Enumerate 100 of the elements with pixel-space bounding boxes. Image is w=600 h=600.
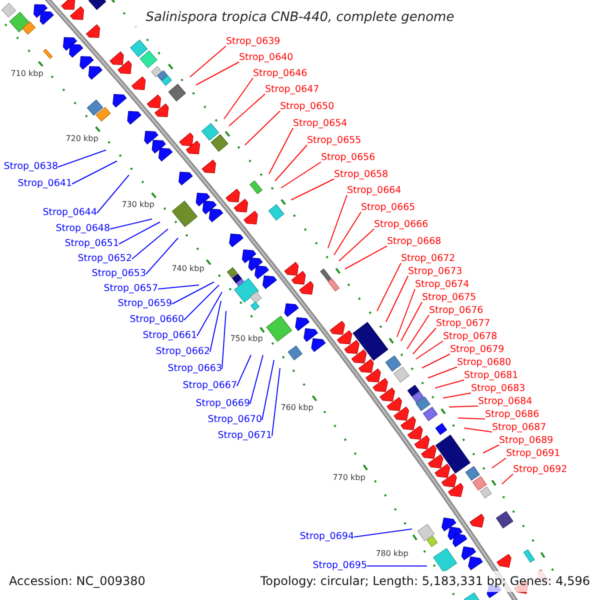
gene-label: Strop_0681 bbox=[464, 370, 518, 382]
gene-label: Strop_0668 bbox=[387, 236, 442, 248]
leader-line bbox=[58, 150, 106, 168]
leader-line bbox=[222, 310, 226, 370]
gene-label: Strop_0678 bbox=[443, 331, 498, 343]
leader-line bbox=[344, 246, 388, 270]
leader-line bbox=[244, 110, 280, 146]
scale-label: 760 kbp bbox=[280, 403, 314, 413]
leader-line bbox=[118, 222, 160, 244]
leader-line bbox=[422, 354, 450, 368]
gene-label: Strop_0661 bbox=[142, 330, 197, 342]
scale-label: 720 kbp bbox=[66, 134, 98, 144]
leader-line bbox=[396, 288, 416, 338]
leader-line bbox=[412, 328, 436, 354]
gene-label: Strop_0654 bbox=[293, 118, 348, 130]
gene-label: Strop_0695 bbox=[312, 560, 367, 572]
gene-label: Strop_0647 bbox=[265, 84, 320, 96]
gene-label: Strop_0656 bbox=[321, 152, 376, 164]
gene-label: Strop_0648 bbox=[56, 223, 110, 235]
gene-label: Strop_0640 bbox=[239, 52, 294, 64]
leader-line bbox=[96, 174, 130, 214]
gene-label: Strop_0694 bbox=[300, 531, 354, 543]
leader-line bbox=[334, 212, 362, 256]
gene-label: Strop_0662 bbox=[156, 346, 210, 358]
leader-line bbox=[190, 46, 226, 78]
leader-line bbox=[400, 302, 422, 342]
scale-label: 750 kbp bbox=[230, 334, 263, 344]
gene-label: Strop_0638 bbox=[4, 161, 58, 173]
accession-text: Accession: NC_009380 bbox=[9, 574, 146, 588]
gene-label: Strop_0677 bbox=[436, 318, 490, 330]
leader-line bbox=[464, 428, 492, 432]
leader-line bbox=[442, 392, 472, 398]
gene-label: Strop_0650 bbox=[280, 101, 334, 113]
gene-label: Strop_0667 bbox=[182, 380, 237, 392]
scale-label: 770 kbp bbox=[332, 473, 366, 483]
gene-label: Strop_0651 bbox=[64, 238, 119, 250]
scale-label: 740 kbp bbox=[172, 264, 204, 274]
leader-line bbox=[416, 340, 444, 360]
leader-line bbox=[274, 144, 308, 182]
leader-line bbox=[184, 284, 220, 320]
gene-label: Strop_0646 bbox=[253, 68, 308, 80]
scale-label: 780 kbp bbox=[376, 549, 408, 559]
leader-line bbox=[338, 228, 374, 262]
gene-label: Strop_0687 bbox=[492, 422, 546, 434]
gene-label: Strop_0692 bbox=[513, 464, 568, 476]
gene-label: Strop_0679 bbox=[450, 344, 504, 356]
leader-line bbox=[434, 380, 464, 388]
gene-label: Strop_0673 bbox=[408, 266, 462, 278]
leader-line bbox=[228, 94, 266, 126]
leader-line bbox=[376, 262, 402, 312]
scale-label: 730 kbp bbox=[122, 200, 154, 210]
leader-line bbox=[448, 406, 478, 408]
gene-label: Strop_0671 bbox=[218, 430, 272, 442]
gene-label: Strop_0663 bbox=[168, 363, 222, 375]
gene-label: Strop_0683 bbox=[471, 383, 526, 395]
leader-line bbox=[196, 62, 240, 86]
leader-line bbox=[250, 354, 264, 404]
gene-label: Strop_0676 bbox=[429, 305, 484, 317]
gene-label: Strop_0691 bbox=[506, 448, 560, 460]
leader-line bbox=[328, 194, 348, 248]
leader-line bbox=[268, 128, 294, 174]
leader-line bbox=[172, 282, 214, 304]
gene-label: Strop_0655 bbox=[307, 135, 362, 147]
diagram-title: Salinispora tropica CNB-440, complete genome bbox=[146, 10, 454, 26]
gene-label: Strop_0689 bbox=[499, 435, 554, 447]
gene-label: Strop_0686 bbox=[485, 409, 540, 421]
leader-line bbox=[386, 276, 408, 322]
leader-line bbox=[210, 300, 222, 352]
gene-label: Strop_0657 bbox=[104, 283, 158, 295]
gene-label: Strop_0658 bbox=[334, 169, 388, 181]
gene-label: Strop_0665 bbox=[361, 202, 416, 214]
leader-line bbox=[502, 474, 514, 484]
gene-label: Strop_0660 bbox=[130, 314, 184, 326]
leader-line bbox=[196, 292, 222, 336]
leader-line bbox=[428, 366, 458, 378]
gene-label: Strop_0653 bbox=[92, 268, 146, 280]
leader-line bbox=[224, 78, 254, 120]
leader-line bbox=[458, 418, 486, 420]
leader-line bbox=[72, 160, 118, 184]
leader-line bbox=[236, 354, 252, 386]
gene-label: Strop_0659 bbox=[118, 298, 172, 310]
leader-line bbox=[280, 162, 322, 188]
gene-label: Strop_0652 bbox=[78, 253, 132, 265]
leader-line bbox=[406, 314, 430, 350]
leader-line bbox=[354, 528, 412, 538]
gene-label: Strop_0680 bbox=[457, 357, 512, 369]
gene-label: Strop_0641 bbox=[18, 178, 72, 190]
leader-line bbox=[482, 444, 500, 454]
gene-label: Strop_0639 bbox=[226, 36, 280, 48]
leader-line bbox=[110, 218, 152, 230]
gene-label: Strop_0644 bbox=[42, 207, 97, 219]
leader-line bbox=[132, 228, 168, 260]
gene-label: Strop_0675 bbox=[422, 292, 476, 304]
gene-label: Strop_0672 bbox=[401, 253, 456, 265]
scale-label: 710 kbp bbox=[10, 69, 44, 79]
leader-line bbox=[272, 368, 280, 436]
gene-label: Strop_0669 bbox=[196, 398, 250, 410]
gene-label: Strop_0674 bbox=[415, 279, 470, 291]
leader-line bbox=[492, 458, 506, 468]
gene-label: Strop_0684 bbox=[478, 396, 532, 408]
